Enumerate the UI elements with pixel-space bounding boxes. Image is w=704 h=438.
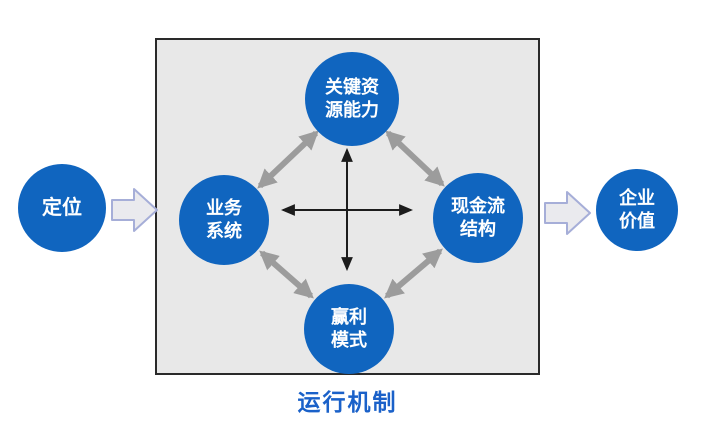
node-enterprise-value: 企业 价值 [596, 169, 678, 251]
block-arrow-left [111, 188, 158, 232]
node-positioning: 定位 [18, 164, 106, 252]
diagram-caption: 运行机制 [297, 389, 398, 415]
gray-arrow-business-keyresources [257, 130, 319, 189]
block-arrow-right [544, 191, 591, 235]
node-business-system: 业务 系统 [179, 175, 269, 265]
gray-arrow-cashflow-profit [384, 248, 443, 299]
node-profit-model: 赢利 模式 [304, 284, 394, 374]
gray-arrow-keyresources-cashflow [385, 130, 445, 187]
gray-arrow-profit-business [259, 250, 314, 299]
node-cash-flow-structure: 现金流 结构 [433, 173, 523, 263]
node-key-resources: 关键资 源能力 [305, 52, 399, 146]
